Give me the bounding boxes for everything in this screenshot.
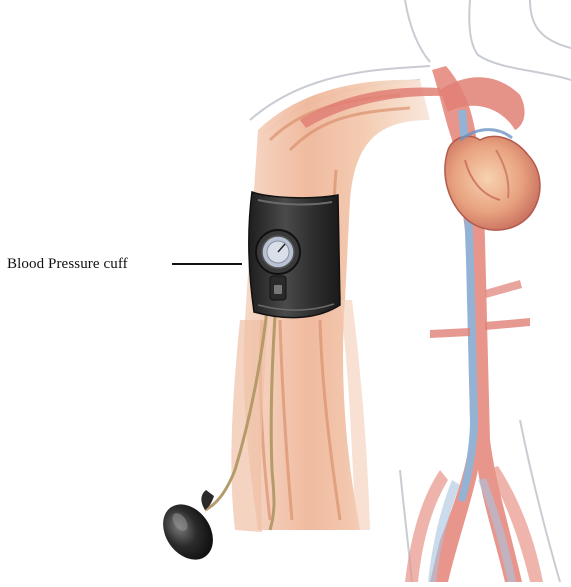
cuff-label: Blood Pressure cuff [7, 256, 128, 273]
heart-icon [445, 130, 540, 230]
inflation-bulb-icon [153, 490, 223, 569]
leader-line [172, 263, 242, 265]
